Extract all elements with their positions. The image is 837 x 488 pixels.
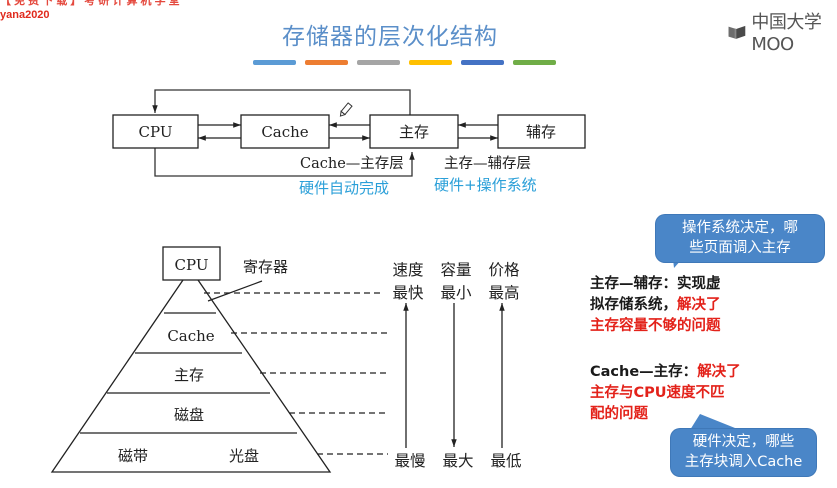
column-header-speed: 速度 <box>392 261 423 279</box>
pyramid-cpu-label: CPU <box>175 256 209 274</box>
note-cache-main-line1: Cache—主存：解决了 <box>590 362 741 383</box>
pyramid-level-main-memory: 主存 <box>174 366 204 384</box>
speed-bottom: 最慢 <box>394 452 425 470</box>
main-memory-box <box>369 114 459 149</box>
logo-text: 中国大学MOO <box>751 12 822 55</box>
divider-bar <box>513 60 556 65</box>
divider-bar <box>253 60 296 65</box>
divider-bar <box>409 60 452 65</box>
layer-label-cache-main: Cache—主存层 <box>300 155 404 172</box>
book-icon <box>728 25 746 39</box>
mooc-logo: 中国大学MOO <box>727 8 837 55</box>
note-main-aux-line3: 主存容量不够的问题 <box>590 318 721 334</box>
bubble-os-line1: 操作系统决定，哪 <box>682 220 798 236</box>
price-bottom: 最低 <box>490 452 521 470</box>
pyramid-outline <box>50 279 332 473</box>
divider-bar <box>357 60 400 65</box>
divider-bar <box>461 60 504 65</box>
divider-bar <box>305 60 348 65</box>
cpu-box <box>112 114 199 149</box>
pencil-icon <box>339 102 353 117</box>
watermark-line1: 【 免 费 下 载 】 考 研 计 算 机 学 堂 <box>0 0 180 7</box>
page-title: 存储器的层次化结构 <box>282 24 498 50</box>
watermark: 【 免 费 下 载 】 考 研 计 算 机 学 堂 yana2020 <box>0 0 180 22</box>
note-cache-main-line2: 主存与CPU速度不匹 <box>590 385 725 401</box>
pyramid-level-disk: 磁盘 <box>174 406 204 424</box>
layer-label-main-aux: 主存—辅存层 <box>444 155 531 172</box>
bubble-hw-line1: 硬件决定，哪些 <box>692 434 795 450</box>
bubble-os-decides: 操作系统决定，哪 些页面调入主存 <box>656 215 824 262</box>
note-main-aux-line2-red: 解决了 <box>677 297 721 313</box>
title-divider <box>253 60 556 65</box>
bubble-hw-line2: 主存块调入Cache <box>684 454 803 470</box>
watermark-line2: yana2020 <box>0 9 50 21</box>
note-cache-main-line1-black: Cache—主存： <box>590 364 698 380</box>
speed-top: 最快 <box>392 284 424 302</box>
column-header-price: 价格 <box>488 261 520 279</box>
bubble-hardware-decides: 硬件决定，哪些 主存块调入Cache <box>671 429 816 476</box>
register-pointer-line <box>207 280 263 302</box>
note-hardware-auto: 硬件自动完成 <box>299 179 390 197</box>
note-main-aux-line2-black: 拟存储系统， <box>590 297 677 313</box>
dashed-leaders <box>204 292 388 455</box>
pyramid-level-optical: 光盘 <box>229 447 259 465</box>
pyramid-level-tape: 磁带 <box>118 447 148 465</box>
register-label: 寄存器 <box>243 258 288 276</box>
column-header-capacity: 容量 <box>440 261 471 279</box>
main-memory-box-label: 主存 <box>399 123 429 141</box>
price-top: 最高 <box>488 284 519 302</box>
loop-bottom-line <box>154 148 415 177</box>
note-cache-main-line1-red: 解决了 <box>697 364 741 380</box>
note-cache-main-line3: 配的问题 <box>590 406 648 422</box>
bubble-bottom-tail <box>690 414 740 430</box>
cache-box <box>240 114 330 149</box>
note-cache-main: Cache—主存：解决了 主存与CPU速度不匹 配的问题 <box>590 362 741 425</box>
aux-memory-box <box>497 114 586 149</box>
aux-memory-box-label: 辅存 <box>526 123 556 141</box>
note-main-aux: 主存—辅存：实现虚 拟存储系统，解决了 主存容量不够的问题 <box>590 274 721 337</box>
loop-top-line <box>152 89 411 115</box>
cpu-box-label: CPU <box>139 123 173 141</box>
capacity-bottom: 最大 <box>442 452 473 470</box>
cache-box-label: Cache <box>261 123 308 141</box>
bubble-os-line2: 些页面调入主存 <box>689 240 791 256</box>
capacity-top: 最小 <box>440 284 472 302</box>
note-main-aux-line2: 拟存储系统，解决了 <box>590 295 721 316</box>
pyramid-level-cache: Cache <box>167 327 214 345</box>
pyramid-cpu-box <box>162 246 221 281</box>
note-main-aux-line1: 主存—辅存：实现虚 <box>590 276 721 292</box>
note-hardware-os: 硬件+操作系统 <box>434 176 537 194</box>
